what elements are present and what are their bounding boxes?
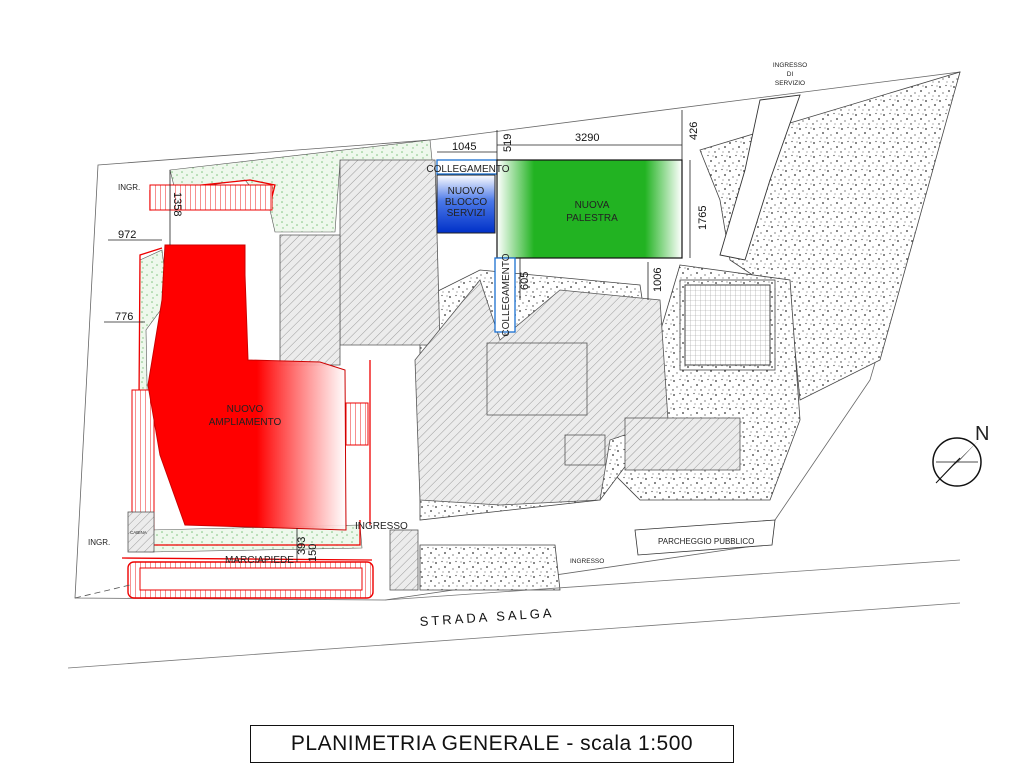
dim-972: 972 [118,229,136,241]
service-driveway [719,94,801,261]
north-label: N [975,423,989,445]
sports-court-border [679,279,776,371]
blocco-label-3: SERVIZI [447,208,486,219]
dim-426: 426 [688,122,700,140]
dim-776: 776 [115,311,133,323]
west-ramp [131,389,155,531]
road-edge-north [384,559,961,601]
dim-393: 393 [296,537,308,555]
parcheggio-pubblico-strip [634,519,776,556]
ingresso-main-label: INGRESSO [355,521,408,532]
north-arrow [932,437,982,487]
collegamento-vertical-label: COLLEGAMENTO [501,253,512,336]
nuovo-blocco-servizi [436,174,496,234]
palestra-label-1: NUOVA [575,200,610,211]
ingresso-servizio-label-2: DI [787,71,794,78]
dim-1358: 1358 [171,192,183,216]
ingresso-lower-label: INGRESSO [570,558,604,565]
dim-1045: 1045 [452,141,476,153]
north-ramp [149,184,273,211]
entrance-block [389,529,419,591]
collegamento-vertical-bar [494,257,516,333]
ingresso-servizio-label-3: SERVIZIO [775,80,805,87]
dim-1006: 1006 [652,268,664,292]
sports-court [684,284,771,366]
blocco-label-2: BLOCCO [445,197,487,208]
ingresso-servizio-label-1: INGRESSO [773,62,807,69]
stair-red [345,402,369,446]
existing-buildings [279,159,741,506]
cabina-label: CABINA [130,530,147,535]
dim-605: 605 [519,272,531,290]
dim-150: 150 [307,544,319,562]
dim-519: 519 [502,134,514,152]
cabina-block [127,511,155,553]
ampliamento-label-1: NUOVO [227,404,264,415]
dimension-lines [104,110,691,562]
collegamento-top-label: COLLEGAMENTO [426,164,509,175]
marciapiede-label: MARCIAPIEDE [225,555,294,566]
dim-3290: 3290 [575,132,599,144]
dim-1765: 1765 [697,206,709,230]
ingr-top-label: INGR. [118,183,140,192]
ingr-bottom-label: INGR. [88,538,110,547]
gravel-area-south [419,544,561,591]
marciapiede-parking-inner [139,567,363,591]
road-label: STRADA SALGA [419,605,555,629]
palestra-label-2: PALESTRA [566,213,618,224]
nuovo-ampliamento [147,244,347,531]
parcheggio-label: PARCHEGGIO PUBBLICO [658,537,754,546]
blocco-label-1: NUOVO [448,186,485,197]
ampliamento-label-2: AMPLIAMENTO [209,417,282,428]
west-dashed-line [74,584,131,599]
road-edge-south [67,602,961,669]
drawing-title: PLANIMETRIA GENERALE - scala 1:500 [250,725,734,763]
nuova-palestra [496,159,683,259]
